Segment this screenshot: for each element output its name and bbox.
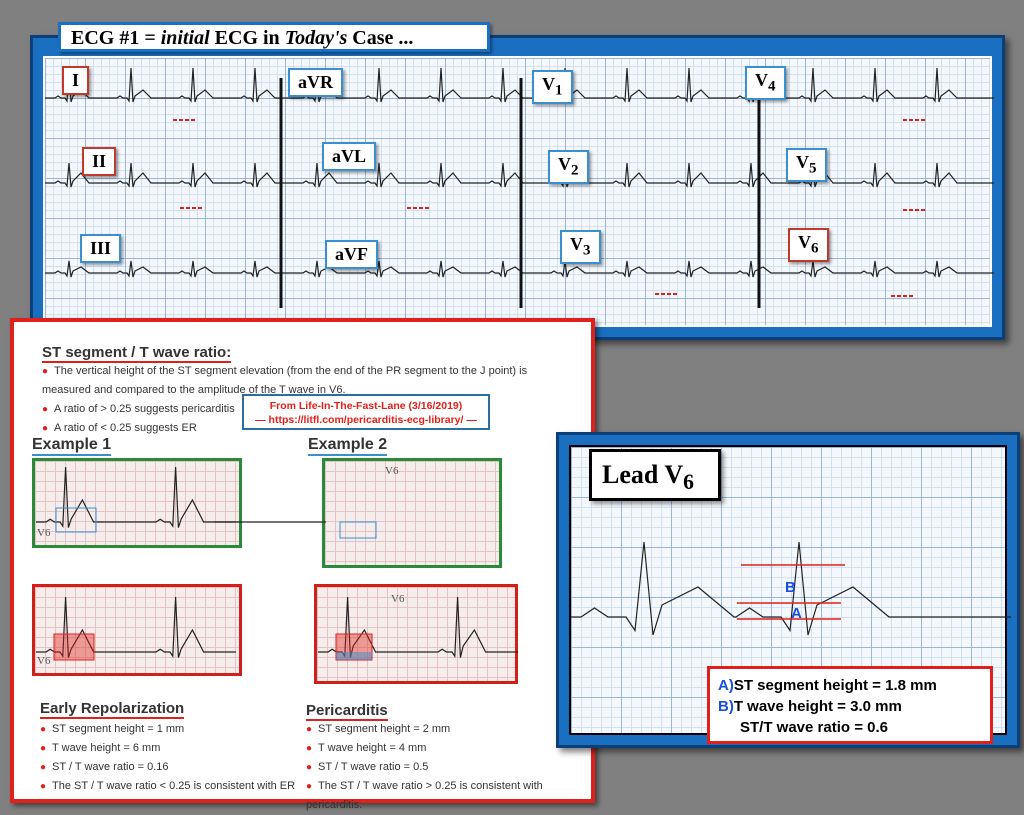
lead-label-i: I [62, 66, 90, 95]
example-trace [36, 466, 236, 529]
ecg-trace-row [45, 260, 994, 278]
example-2-heading: Example 2 [308, 436, 388, 456]
pericarditis-bullet: ST / T wave ratio = 0.5 [306, 758, 591, 777]
pericarditis-bullet: T wave height = 4 mm [306, 739, 591, 758]
ecg-trace-row [45, 67, 994, 103]
v6-label: V6 [37, 527, 51, 539]
peri-blue-box [339, 521, 377, 539]
lead-label-v6: V6 [788, 228, 829, 262]
measurement-result-box: A)ST segment height = 1.8 mm B)T wave he… [707, 666, 993, 744]
lead-v6-label: Lead V6 [589, 449, 721, 501]
citation-box: From Life-In-The-Fast-Lane (3/16/2019) — … [242, 394, 490, 430]
er-bullet: The ST / T wave ratio < 0.25 is consiste… [40, 777, 295, 796]
v6-trace [571, 541, 1011, 636]
pericarditis-bullet: The ST / T wave ratio > 0.25 is consiste… [306, 777, 591, 815]
info-bullet: A ratio of < 0.25 suggests ER [42, 419, 562, 438]
v6-label: V6 [37, 655, 51, 667]
info-bullets: The vertical height of the ST segment el… [42, 362, 562, 438]
lead-label-v4: V4 [745, 66, 786, 100]
ecg-12-lead-panel [30, 35, 1005, 340]
pericarditis-bullets: ST segment height = 2 mm T wave height =… [306, 720, 591, 815]
info-bullet: The vertical height of the ST segment el… [42, 362, 562, 400]
lead-v6-zoom-panel: B A Lead V6 A)ST segment height = 1.8 mm… [556, 432, 1020, 748]
marker-b: B [785, 579, 796, 596]
marker-a: A [791, 605, 802, 622]
er-bullets: ST segment height = 1 mm T wave height =… [40, 720, 295, 796]
lead-label-v3: V3 [560, 230, 601, 264]
v6-label: V6 [391, 593, 405, 605]
info-bullet: A ratio of > 0.25 suggests pericarditis [42, 400, 562, 419]
st-t-ratio-info-panel: ST segment / T wave ratio: The vertical … [10, 318, 595, 811]
lead-label-avr: aVR [288, 68, 343, 97]
v6-ecg-trace [571, 541, 1011, 636]
er-heading: Early Repolarization [40, 700, 185, 719]
t-height-row: B)T wave height = 3.0 mm [718, 698, 902, 715]
ratio-row: ST/T wave ratio = 0.6 [740, 719, 888, 736]
example-2-peri-strip: V6 [322, 458, 502, 568]
example-1-er-strip: V6 [32, 458, 242, 548]
lead-label-avf: aVF [325, 240, 378, 269]
citation-source: From Life-In-The-Fast-Lane (3/16/2019) [269, 400, 463, 412]
lead-label-v5: V5 [786, 148, 827, 182]
example-1-er-measured-strip: V6 [32, 584, 242, 676]
example-1-heading: Example 1 [32, 436, 112, 456]
pericarditis-heading: Pericarditis [306, 702, 388, 721]
er-bullet: T wave height = 6 mm [40, 739, 295, 758]
ecg-grid [43, 56, 994, 327]
lead-label-ii: II [82, 147, 117, 176]
er-bullet: ST segment height = 1 mm [40, 720, 295, 739]
lead-label-avl: aVL [322, 142, 377, 171]
lead-label-v1: V1 [532, 70, 573, 104]
er-blue-box [55, 507, 97, 533]
pericarditis-bullet: ST segment height = 2 mm [306, 720, 591, 739]
er-measure-box [53, 633, 95, 661]
lead-label-iii: III [80, 234, 122, 263]
ecg-title: ECG #1 = initial ECG in Today's Case ... [58, 22, 490, 52]
er-bullet: ST / T wave ratio = 0.16 [40, 758, 295, 777]
ecg-traces [45, 67, 994, 308]
peri-st-box [336, 652, 372, 660]
example-traces [36, 466, 518, 661]
st-height-row: A)ST segment height = 1.8 mm [718, 677, 937, 694]
citation-link[interactable]: — https://litfl.com/pericarditis-ecg-lib… [255, 414, 477, 426]
example-trace [36, 596, 236, 659]
v6-label: V6 [385, 465, 399, 477]
lead-label-v2: V2 [548, 150, 589, 184]
